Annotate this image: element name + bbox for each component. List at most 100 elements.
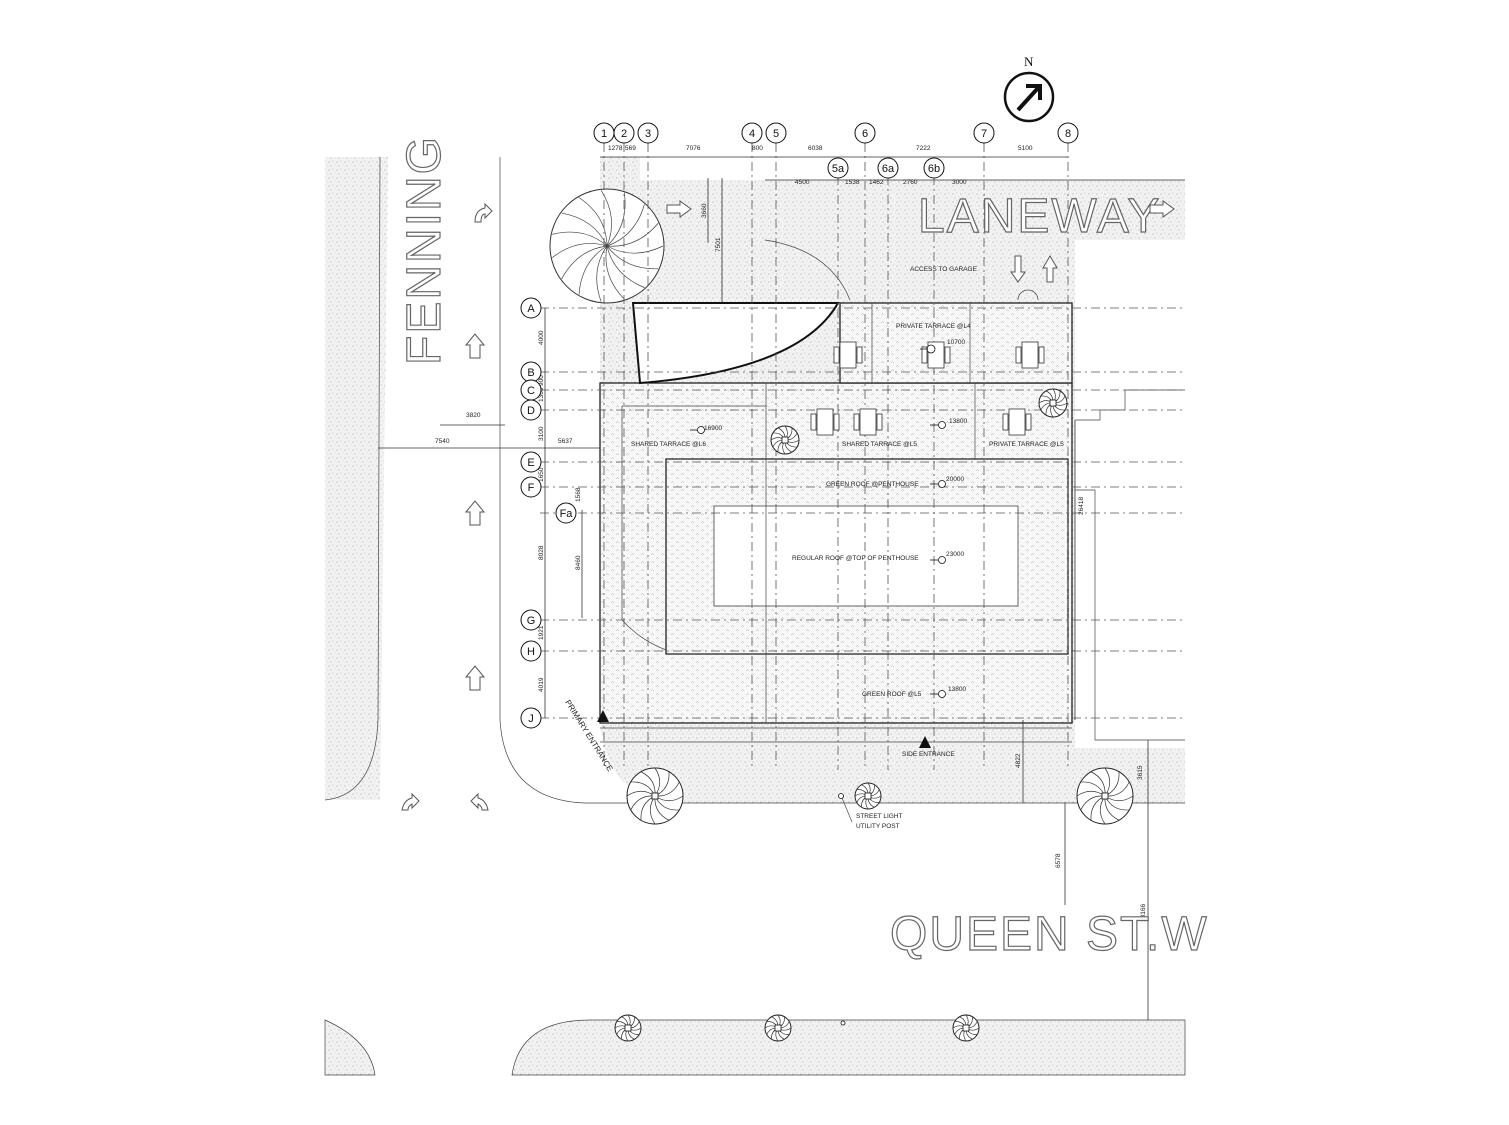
tree-icon: [614, 1014, 642, 1042]
tree-icon: [770, 425, 800, 455]
grid-bubble-J: J: [520, 707, 542, 729]
dim-569: 569: [625, 145, 636, 152]
street-laneway: LANEWAY: [918, 190, 1161, 243]
svg-text:7: 7: [981, 128, 987, 140]
turn-arrow-icon: [474, 202, 493, 223]
entrance-triangle-icon: [919, 736, 931, 748]
svg-text:2: 2: [621, 128, 627, 140]
traffic-arrows: [401, 200, 1175, 811]
grid-bubble-B: B: [520, 361, 542, 383]
dim-1278: 1278: [608, 145, 623, 152]
grid-bubble-G: G: [520, 609, 542, 631]
grid-bubble-5: 5: [765, 122, 787, 144]
dim-1650: 1650: [538, 467, 545, 482]
dim-4500: 4500: [795, 179, 810, 186]
street-queen: QUEEN ST.W: [890, 908, 1209, 961]
elev-10700: 10700: [947, 339, 965, 346]
svg-text:E: E: [527, 457, 534, 469]
trees: [614, 388, 1134, 1042]
dim-1921: 1921: [538, 625, 545, 640]
patio-furniture: [810, 341, 1045, 436]
dim-3615: 3615: [1137, 765, 1144, 780]
grid-bubble-3: 3: [637, 122, 659, 144]
garage-ramp: [764, 239, 851, 301]
markers: [597, 289, 1039, 1026]
label-access-garage: ACCESS TO GARAGE: [910, 266, 978, 273]
grid-lines-vertical: [603, 143, 1069, 770]
garage-door-icon: [1017, 289, 1039, 301]
tree-icon: [764, 1014, 792, 1042]
grid-bubble-5a: 5a: [827, 157, 849, 179]
grid-bubble-2: 2: [613, 122, 635, 144]
dim-7540: 7540: [435, 438, 450, 445]
patio-table-icon: [810, 408, 840, 436]
tree-icon: [1038, 388, 1068, 418]
grid-bubble-C: C: [520, 379, 542, 401]
north-arrow: N: [1003, 54, 1055, 123]
dim-4822: 4822: [1015, 753, 1022, 768]
grid-bubble-7: 7: [973, 122, 995, 144]
dim-8028: 8028: [538, 545, 545, 560]
label-street-light: STREET LIGHT: [856, 813, 903, 820]
dim-5100: 5100: [1018, 145, 1033, 152]
label-green-roof-penthouse: GREEN ROOF @PENTHOUSE: [826, 481, 919, 488]
elev-13800-l5: 13800: [948, 686, 966, 693]
dim-4000: 4000: [538, 330, 545, 345]
dim-7222: 7222: [916, 145, 931, 152]
arrow-up-icon: [464, 500, 486, 526]
building-footprint: [599, 302, 1185, 743]
label-utility-post: UTILITY POST: [856, 823, 900, 830]
arrow-down-icon: [1010, 255, 1026, 283]
dim-2760: 2760: [903, 179, 918, 186]
grid-bubble-6b: 6b: [923, 157, 945, 179]
tree-icon: [952, 1014, 980, 1042]
svg-text:6b: 6b: [928, 163, 940, 175]
round-canopy: [549, 188, 665, 304]
grid-bubble-D: D: [520, 399, 542, 421]
svg-text:H: H: [527, 646, 535, 658]
svg-text:1: 1: [601, 128, 607, 140]
arrow-right-icon: [666, 200, 692, 218]
grid-bubble-E: E: [520, 451, 542, 473]
elev-20000: 20000: [946, 476, 964, 483]
grid-bubble-H: H: [520, 640, 542, 662]
svg-text:5: 5: [773, 128, 779, 140]
tree-icon: [1076, 767, 1134, 825]
elev-13800: 13800: [949, 418, 967, 425]
dim-6578: 6578: [1055, 853, 1062, 868]
dim-1462: 1462: [869, 179, 884, 186]
dim-900: 900: [538, 375, 545, 386]
elevation-marker-icon: [920, 344, 936, 354]
label-shared-tarrace-l5: SHARED TARRACE @L5: [842, 441, 917, 448]
tree-icon: [626, 767, 684, 825]
svg-text:6a: 6a: [882, 163, 895, 175]
label-shared-tarrace-l6: SHARED TARRACE @L6: [631, 441, 706, 448]
svg-text:F: F: [528, 482, 535, 494]
dim-7076: 7076: [686, 145, 701, 152]
dim-1300: 1300: [538, 387, 545, 402]
dim-3820: 3820: [466, 412, 481, 419]
patio-table-icon: [833, 341, 863, 369]
north-label: N: [1024, 54, 1034, 69]
grid-bubble-8: 8: [1057, 122, 1079, 144]
entrance-triangle-icon: [597, 710, 609, 722]
dim-13166: 13166: [1140, 904, 1147, 922]
elevation-marker-icon: [938, 556, 946, 564]
elevation-marker-icon: [697, 426, 705, 434]
svg-text:6: 6: [862, 128, 868, 140]
dimension-lines: [378, 156, 1185, 1020]
label-green-roof-l5: GREEN ROOF @L5: [862, 691, 922, 698]
arrow-up-icon: [464, 333, 486, 359]
grid-bubble-A: A: [520, 297, 542, 319]
grid-lines-horizontal: [540, 307, 1185, 719]
svg-text:D: D: [527, 405, 535, 417]
dim-7501: 7501: [715, 237, 722, 252]
patio-table-icon: [1015, 341, 1045, 369]
street-light-icon: [838, 793, 844, 799]
grid-bubble-4: 4: [741, 122, 763, 144]
dim-3100: 3100: [538, 426, 545, 441]
dim-1538: 1538: [845, 179, 860, 186]
elevation-marker-icon: [938, 690, 946, 698]
